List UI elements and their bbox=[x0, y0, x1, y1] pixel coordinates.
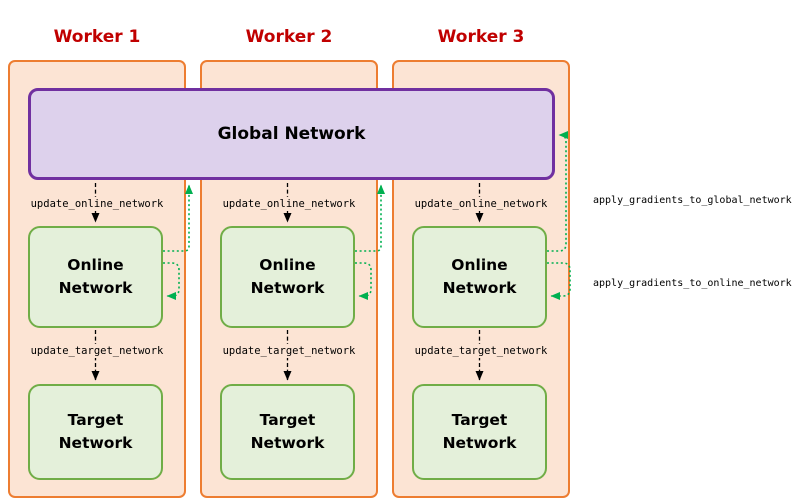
worker-1-title: Worker 1 bbox=[53, 27, 141, 47]
update-online-network-label-worker-2: update_online_network bbox=[208, 197, 370, 211]
worker-3-title: Worker 3 bbox=[437, 27, 525, 47]
target-network-label: Target Network bbox=[442, 410, 517, 452]
apply-gradients-to-online-network-label: apply_gradients_to_online_network bbox=[593, 277, 792, 290]
update-online-network-label-worker-3: update_online_network bbox=[400, 197, 562, 211]
global-network-label: Global Network bbox=[217, 124, 366, 144]
online-network-box-worker-2: Online Network bbox=[220, 226, 355, 328]
online-network-label: Online Network bbox=[58, 255, 133, 297]
target-network-box-worker-3: Target Network bbox=[412, 384, 547, 480]
global-network-box: Global Network bbox=[28, 88, 555, 180]
target-network-box-worker-2: Target Network bbox=[220, 384, 355, 480]
online-network-label: Online Network bbox=[442, 255, 517, 297]
online-network-box-worker-3: Online Network bbox=[412, 226, 547, 328]
update-online-network-label-worker-1: update_online_network bbox=[16, 197, 178, 211]
update-target-network-label-worker-2: update_target_network bbox=[208, 344, 370, 358]
worker-2-title: Worker 2 bbox=[245, 27, 333, 47]
online-network-box-worker-1: Online Network bbox=[28, 226, 163, 328]
update-target-network-label-worker-3: update_target_network bbox=[400, 344, 562, 358]
online-network-label: Online Network bbox=[250, 255, 325, 297]
target-network-box-worker-1: Target Network bbox=[28, 384, 163, 480]
target-network-label: Target Network bbox=[58, 410, 133, 452]
update-target-network-label-worker-1: update_target_network bbox=[16, 344, 178, 358]
target-network-label: Target Network bbox=[250, 410, 325, 452]
apply-gradients-to-global-network-label: apply_gradients_to_global_network bbox=[593, 194, 792, 207]
